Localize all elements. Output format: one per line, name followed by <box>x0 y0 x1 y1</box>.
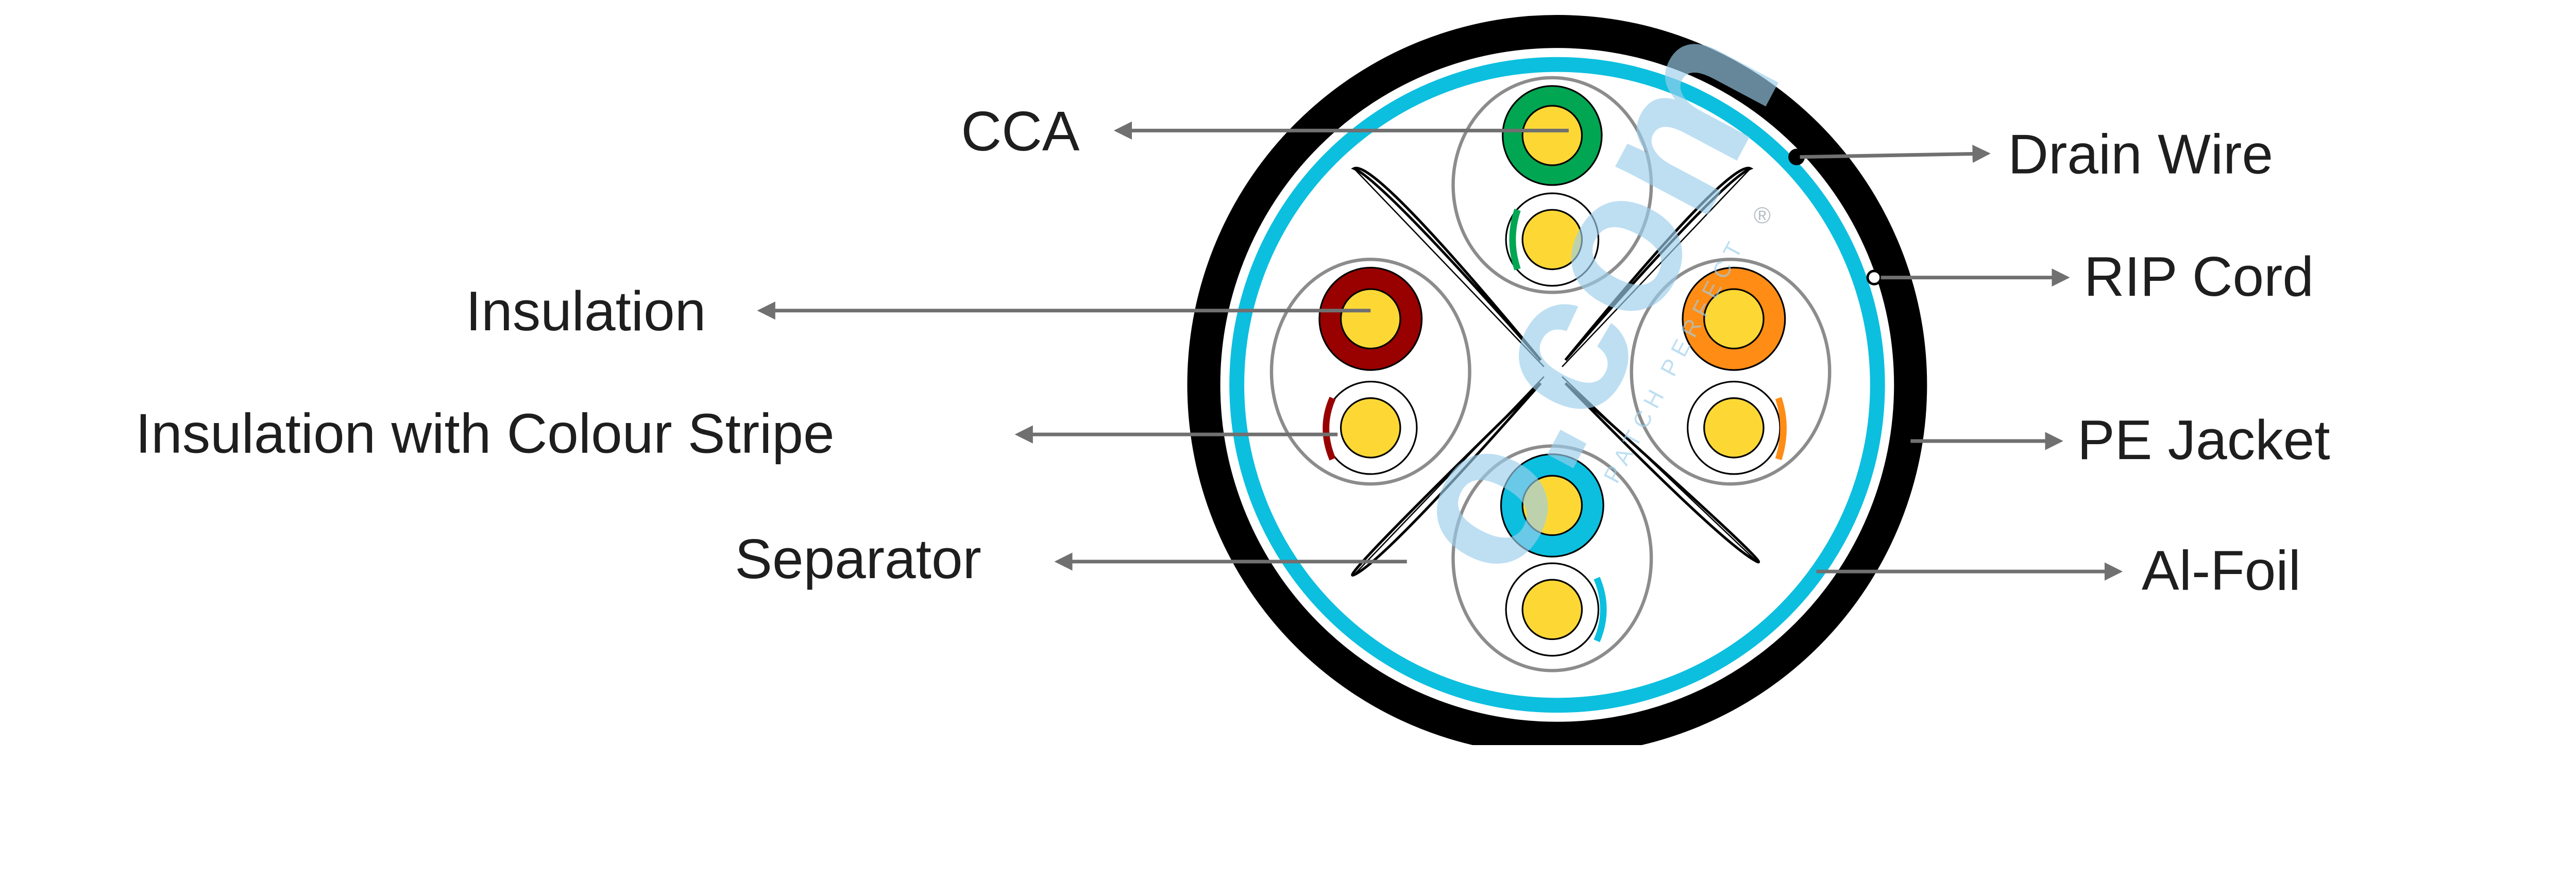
registered-mark: ® <box>1754 202 1771 228</box>
pair-green <box>1451 76 1653 294</box>
label-drain-wire: Drain Wire <box>2008 123 2273 186</box>
label-cca: CCA <box>961 100 1079 163</box>
al-foil <box>1229 57 1885 713</box>
pair-orange <box>1630 258 1832 486</box>
label-pe-jacket: PE Jacket <box>2077 409 2330 471</box>
drain-wire <box>1788 148 1805 165</box>
label-rip-cord: RIP Cord <box>2084 245 2314 308</box>
cable-cross-section-diagram: o.com PATCH PERFECT ® CCA Insulation Ins… <box>135 0 2330 745</box>
label-insulation-stripe: Insulation with Colour Stripe <box>135 402 835 465</box>
rip-cord <box>1866 269 1883 285</box>
label-insulation: Insulation <box>466 280 706 343</box>
label-al-foil: Al-Foil <box>2142 539 2301 602</box>
drain-wire-arrow <box>1800 144 1991 163</box>
label-separator: Separator <box>735 528 981 591</box>
pair-brown <box>1269 258 1471 486</box>
separator <box>1351 166 1760 577</box>
pair-blue <box>1451 444 1653 672</box>
